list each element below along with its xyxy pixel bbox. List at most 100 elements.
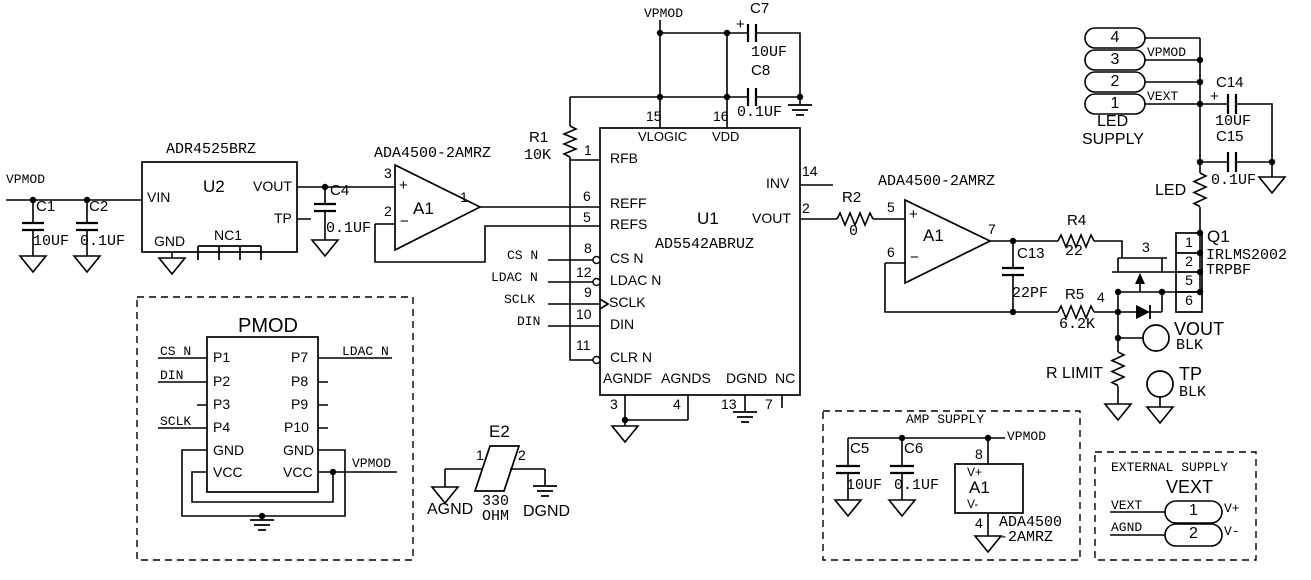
- q1-cell-pin5: 5: [1185, 272, 1193, 288]
- u1-pin6: 6: [583, 188, 591, 204]
- q1-partnumber-2: TRPBF: [1206, 262, 1252, 279]
- extsupply-vplus: V+: [1224, 501, 1240, 516]
- c14-refdes: C14: [1216, 74, 1244, 91]
- a1a-minus: −: [400, 213, 409, 230]
- c14-value: 10UF: [1215, 113, 1252, 130]
- u1-pin-vout: VOUT: [752, 210, 791, 226]
- u2-pin-tp: TP: [274, 210, 292, 226]
- r5-refdes: R5: [1065, 286, 1085, 303]
- a1b-pin7: 7: [988, 221, 996, 237]
- r5-resistor: [1057, 303, 1095, 321]
- u1-pin-inv: INV: [766, 175, 790, 191]
- c1-value: 10UF: [33, 233, 70, 250]
- sclk-clock-wedge: [599, 298, 610, 310]
- r5-value: 6.2K: [1059, 316, 1096, 333]
- u1-pin-refs: REFS: [610, 216, 648, 232]
- testpoint-vout-label: VOUT: [1174, 319, 1225, 339]
- pmod-net-ldacn: LDAC N: [342, 344, 389, 359]
- e2-pin2: 2: [518, 447, 526, 463]
- pmod-pin-vcc-right: VCC: [283, 464, 313, 480]
- ledsupply-pin2: 2: [1110, 73, 1120, 90]
- mosfet-diode-icon: [1136, 305, 1150, 319]
- r2-value: 0: [849, 223, 859, 240]
- c7-refdes: C7: [750, 0, 770, 17]
- c1-refdes: C1: [36, 198, 56, 215]
- r1-refdes: R1: [529, 129, 549, 146]
- q1-gate-pin3: 3: [1142, 239, 1150, 255]
- resistors: [561, 125, 1208, 387]
- u1-pin-agnds: AGNDS: [661, 370, 711, 386]
- pmod-pin-p4: P4: [213, 419, 231, 435]
- r4-value: 22: [1065, 243, 1084, 260]
- u1-pin2: 2: [802, 200, 810, 216]
- a1c-pin4: 4: [975, 515, 983, 531]
- ledsupply-pin3: 3: [1110, 51, 1120, 68]
- u1-pin-vlogic: VLOGIC: [638, 129, 688, 144]
- c7-value: 10UF: [751, 44, 788, 61]
- extsupply-group-box: [1094, 451, 1257, 561]
- testpoint-tp-color: BLK: [1179, 384, 1207, 401]
- ledsupply-title-2: SUPPLY: [1082, 131, 1144, 148]
- ledsupply-pill-1: [1084, 93, 1146, 115]
- r1-value: 10K: [524, 147, 552, 164]
- u2-pin-vin: VIN: [147, 189, 171, 205]
- q1-cell-pin6: 6: [1185, 292, 1193, 308]
- u1-pin3: 3: [610, 396, 618, 412]
- u1-pin11: 11: [576, 337, 591, 353]
- u2-refdes: U2: [203, 177, 225, 196]
- q1-partnumber-1: IRLMS2002: [1206, 247, 1288, 264]
- net-vpmod-top: VPMOD: [644, 6, 684, 21]
- c4-value: 0.1UF: [326, 220, 372, 237]
- u1-pin-agndf: AGNDF: [603, 370, 652, 386]
- e2-net-dgnd: DGND: [523, 503, 571, 520]
- testpoint-tp-circle: [1146, 370, 1174, 398]
- dashed-boxes: [136, 296, 1257, 561]
- capacitor-plates: [22, 24, 1238, 475]
- extsupply-net-vext: VEXT: [1111, 498, 1143, 513]
- e2-net-agnd: AGND: [427, 501, 474, 518]
- connector-pills: [1084, 27, 1223, 547]
- u1-pin-vdd: VDD: [712, 129, 740, 144]
- q1-cell-pin1: 1: [1185, 234, 1193, 250]
- junction-dots: [29, 29, 1276, 520]
- extsupply-vminus: V-: [1224, 524, 1240, 539]
- a1c-vminus: V-: [967, 497, 979, 511]
- extsupply-title: EXTERNAL SUPPLY: [1111, 460, 1229, 475]
- c5-value: 10UF: [846, 477, 883, 494]
- e2-refdes: E2: [489, 422, 510, 441]
- q1-source-pin4: 4: [1097, 289, 1105, 305]
- e2-ferrite-body: [473, 445, 521, 492]
- dgnd-symbols: [250, 104, 812, 531]
- u1-pin10: 10: [576, 306, 592, 322]
- net-ldacn: LDAC N: [491, 270, 538, 285]
- c6-value: 0.1UF: [894, 477, 940, 494]
- c13-value: 22PF: [1012, 285, 1049, 302]
- u2-pin-vout: VOUT: [253, 178, 292, 194]
- e2-value-ohm: OHM: [482, 508, 510, 525]
- u1-pin8: 8: [584, 240, 592, 256]
- c15-value: 0.1UF: [1211, 172, 1257, 189]
- u1-pin4: 4: [673, 396, 681, 412]
- ledsupply-pin1: 1: [1110, 95, 1120, 112]
- opamp-a1a-body: [394, 163, 482, 252]
- u2-pin-gnd: GND: [154, 233, 186, 249]
- a1c-refdes: A1: [969, 478, 990, 497]
- c2-value: 0.1UF: [80, 233, 126, 250]
- pmod-pin-p1: P1: [213, 349, 231, 365]
- e2-value-330: 330: [482, 493, 510, 510]
- u1-pin-din: DIN: [610, 316, 635, 332]
- u1-refdes: U1: [697, 209, 719, 228]
- net-din: DIN: [517, 314, 541, 329]
- c5-refdes: C5: [850, 440, 870, 457]
- a1b-pin6: 6: [887, 244, 895, 260]
- r4-refdes: R4: [1067, 212, 1087, 229]
- ledsupply-pin4: 4: [1110, 29, 1120, 46]
- rlimit-resistor-label: R LIMIT: [1046, 365, 1103, 382]
- led-resistor: [1192, 172, 1208, 208]
- u1-pin1: 1: [584, 142, 592, 158]
- c8-value: 0.1UF: [737, 104, 783, 121]
- pmod-net-vpmod: VPMOD: [352, 456, 392, 471]
- rlimit-resistor: [1110, 351, 1126, 387]
- led-resistor-label: LED: [1155, 182, 1187, 199]
